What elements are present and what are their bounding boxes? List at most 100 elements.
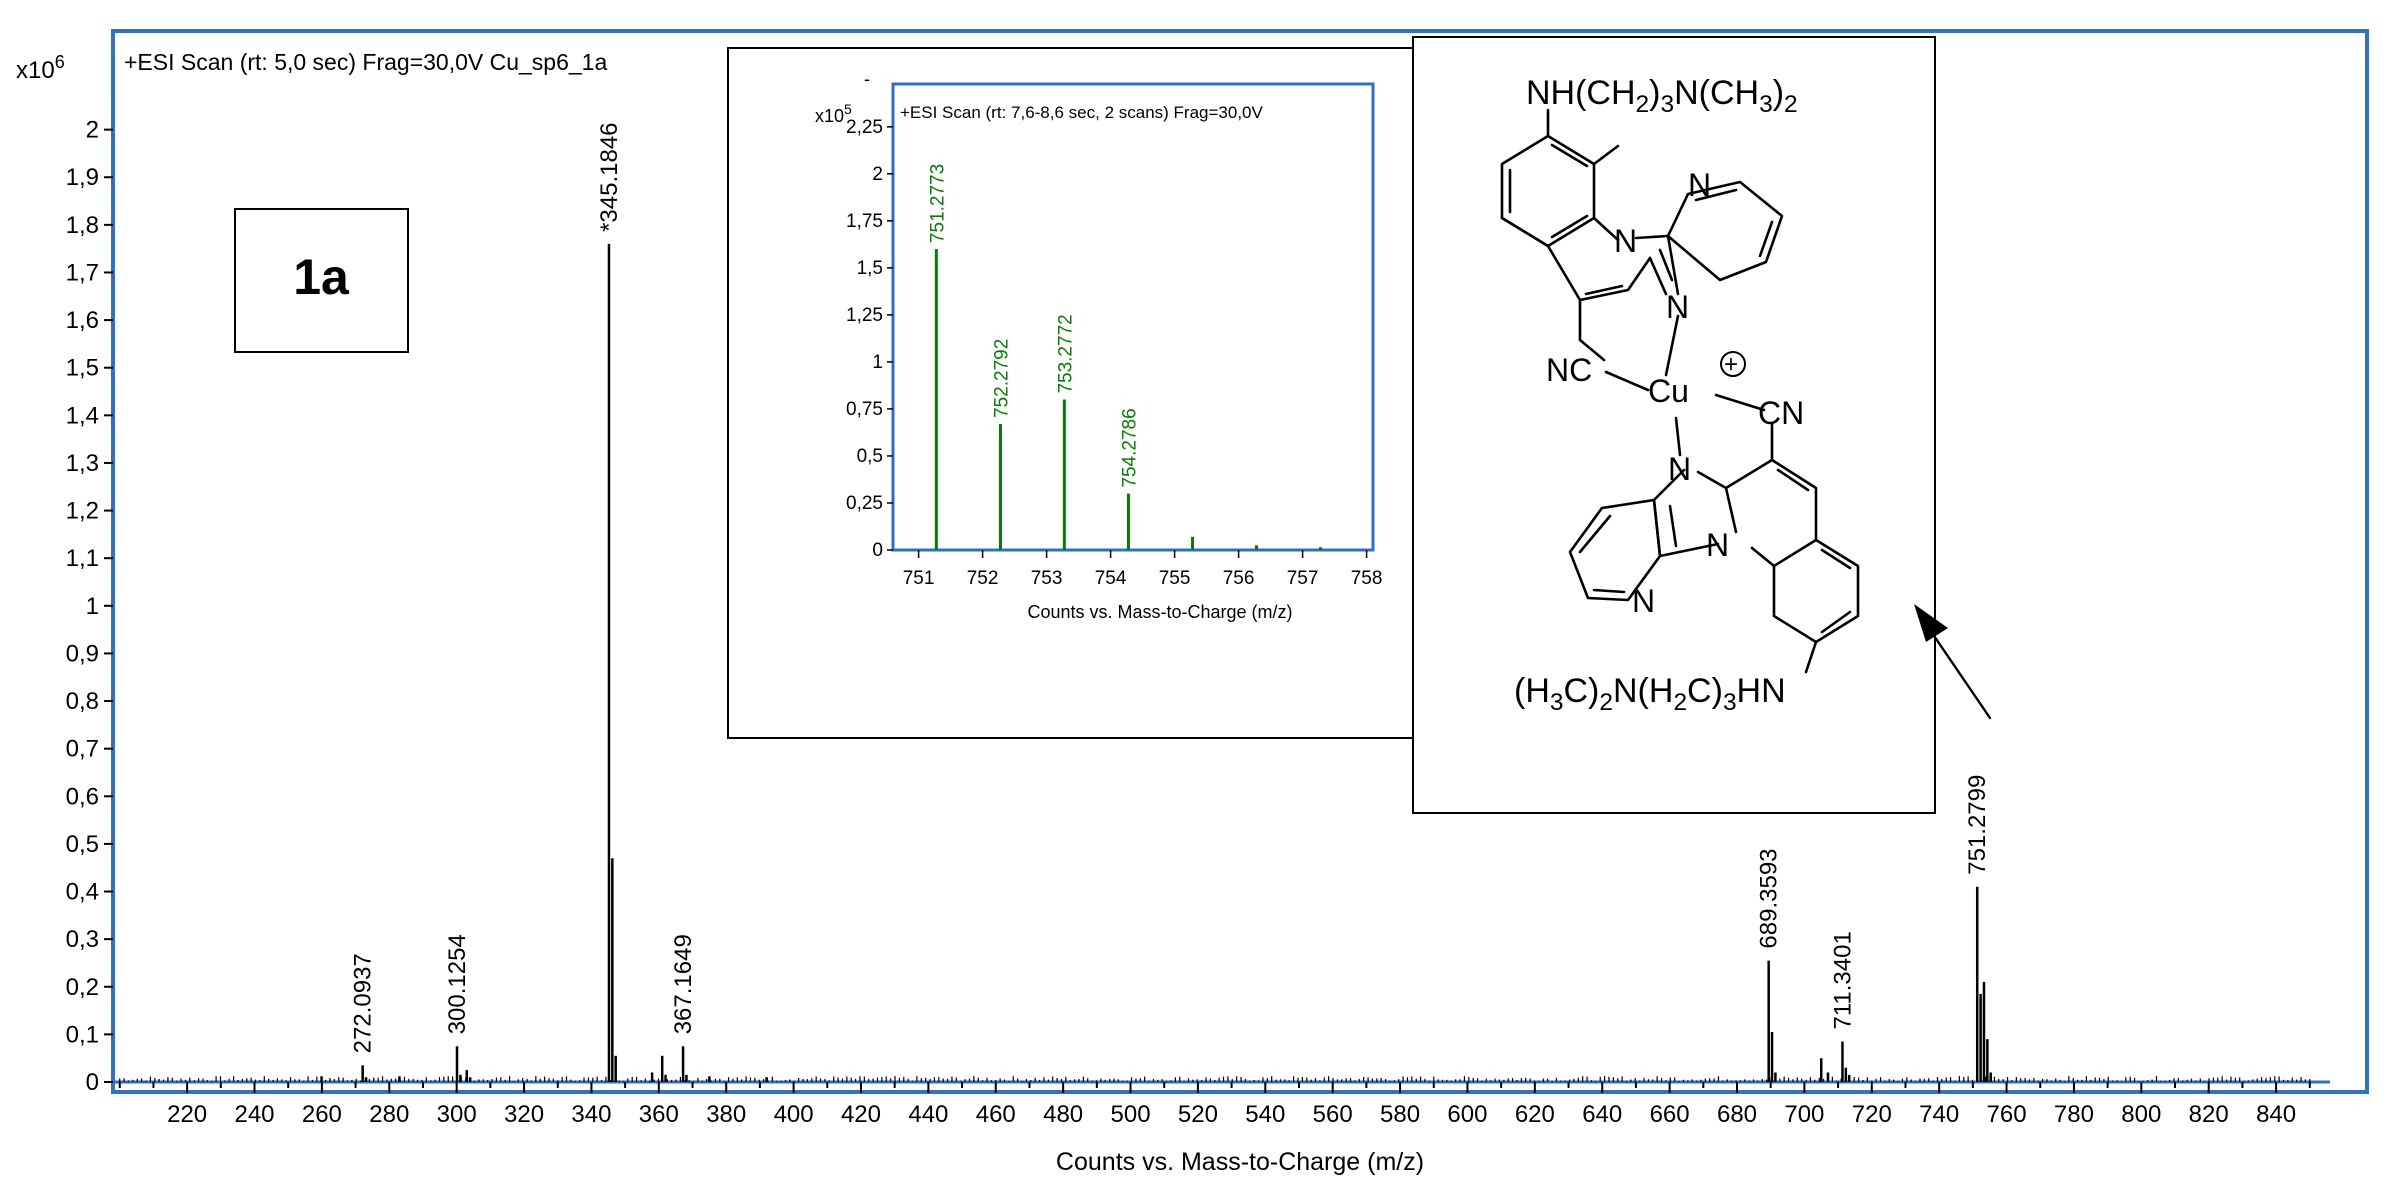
peak-label: 272.0937 <box>350 953 377 1053</box>
ring-n-1: N <box>1688 167 1711 203</box>
y-tick-label: 0,5 <box>66 831 99 858</box>
compound-label-box <box>234 208 409 353</box>
y-axis-ticks: 00,10,20,30,40,50,60,70,80,911,11,21,31,… <box>66 117 113 1096</box>
inset-x-tick-label: 758 <box>1351 568 1383 589</box>
ring-n-2: N <box>1614 223 1637 259</box>
x-tick-label: 800 <box>2121 1101 2161 1128</box>
x-tick-label: 400 <box>774 1101 814 1128</box>
inset-x-tick-label: 755 <box>1159 568 1191 589</box>
x-tick-label: 780 <box>2054 1101 2094 1128</box>
y-tick-label: 0,8 <box>66 688 99 715</box>
inset-plot-frame <box>891 82 1375 552</box>
x-tick-label: 700 <box>1784 1101 1824 1128</box>
y-tick-label: 0,4 <box>66 879 99 906</box>
ring-n-6: N <box>1632 583 1655 619</box>
compound-label: 1a <box>293 249 350 305</box>
charge-circle <box>1720 351 1746 377</box>
x-tick-label: 300 <box>437 1101 477 1128</box>
x-tick-label: 840 <box>2256 1101 2296 1128</box>
y-tick-label: 0,9 <box>66 640 99 667</box>
x-tick-label: 340 <box>571 1101 611 1128</box>
main-scan-header: +ESI Scan (rt: 5,0 sec) Frag=30,0V Cu_sp… <box>124 49 607 75</box>
x-tick-label: 380 <box>706 1101 746 1128</box>
x-tick-label: 660 <box>1650 1101 1690 1128</box>
inset-x-tick-label: 756 <box>1223 568 1255 589</box>
y-tick-label: 0 <box>86 1069 99 1096</box>
y-tick-label: 0,7 <box>66 736 99 763</box>
inset-y-tick-label: 1 <box>872 352 883 373</box>
inset-y-tick-label: 1,75 <box>846 211 883 232</box>
y-tick-label: 1,5 <box>66 355 99 382</box>
metal-label: Cu <box>1648 373 1689 409</box>
inset-peaks <box>934 249 1323 550</box>
inset-dash: - <box>864 69 870 89</box>
y-tick-label: 0,6 <box>66 783 99 810</box>
bottom-substituent-label: (H3C)2N(H2C)3HN <box>1514 672 1786 716</box>
y-tick-label: 1,4 <box>66 402 99 429</box>
x-tick-label: 680 <box>1717 1101 1757 1128</box>
x-tick-label: 520 <box>1178 1101 1218 1128</box>
y-tick-label: 1,7 <box>66 259 99 286</box>
inset-x-tick-label: 753 <box>1031 568 1063 589</box>
x-tick-label: 640 <box>1582 1101 1622 1128</box>
y-tick-label: 0,2 <box>66 974 99 1001</box>
ligand-cn-label: CN <box>1758 395 1804 431</box>
x-tick-label: 720 <box>1852 1101 1892 1128</box>
baseline-noise <box>119 1076 2311 1082</box>
y-tick-label: 1,9 <box>66 164 99 191</box>
inset-y-tick-label: 0,25 <box>846 493 883 514</box>
inset-y-tick-label: 2,25 <box>846 117 883 138</box>
inset-y-tick-label: 0,5 <box>857 446 883 467</box>
peak-label: 689.3593 <box>1756 848 1783 948</box>
peak-label: 751.2799 <box>1964 775 1991 875</box>
y-tick-label: 1,1 <box>66 545 99 572</box>
ligand-nc-label: NC <box>1546 352 1592 388</box>
inset-peak-label: 753.2772 <box>1055 314 1076 393</box>
charge-plus: + <box>1724 351 1738 378</box>
peak-label: 300.1254 <box>444 934 471 1034</box>
inset-y-tick-label: 1,5 <box>857 258 883 279</box>
inset-peak-label: 752.2792 <box>991 339 1012 418</box>
y-scale-label: x106 <box>16 52 65 84</box>
y-tick-label: 1,6 <box>66 307 99 334</box>
x-tick-label: 480 <box>1043 1101 1083 1128</box>
y-tick-label: 0,1 <box>66 1021 99 1048</box>
peak-label: 367.1649 <box>670 934 697 1034</box>
inset-x-tick-label: 754 <box>1095 568 1127 589</box>
x-tick-label: 260 <box>302 1101 342 1128</box>
peak-label: *345.1846 <box>596 122 623 231</box>
copper-complex-structure <box>1500 108 1992 720</box>
x-tick-label: 360 <box>639 1101 679 1128</box>
inset-x-tick-label: 751 <box>903 568 935 589</box>
x-tick-label: 540 <box>1245 1101 1285 1128</box>
x-tick-label: 600 <box>1447 1101 1487 1128</box>
x-tick-label: 820 <box>2189 1101 2229 1128</box>
inset-y-tick-label: 2 <box>872 164 883 185</box>
arrow-head <box>1914 604 1948 642</box>
x-tick-label: 440 <box>908 1101 948 1128</box>
x-tick-label: 220 <box>167 1101 207 1128</box>
x-tick-label: 240 <box>234 1101 274 1128</box>
structure-panel <box>1412 36 1936 814</box>
main-peak-labels: 272.0937 300.1254 *345.1846 367.1649 689.359… <box>350 122 1992 1053</box>
inset-scan-header: +ESI Scan (rt: 7,6-8,6 sec, 2 scans) Fra… <box>900 103 1264 122</box>
y-tick-label: 1,8 <box>66 212 99 239</box>
x-tick-label: 580 <box>1380 1101 1420 1128</box>
y-tick-label: 0,3 <box>66 926 99 953</box>
y-tick-label: 1 <box>86 593 99 620</box>
inset-x-ticks: 751 752 753 754 755 756 757 758 <box>903 550 1383 589</box>
inset-x-tick-label: 757 <box>1287 568 1319 589</box>
inset-y-tick-label: 1,25 <box>846 305 883 326</box>
x-axis-title: Counts vs. Mass-to-Charge (m/z) <box>1056 1148 1424 1176</box>
x-tick-label: 740 <box>1919 1101 1959 1128</box>
inset-x-tick-label: 752 <box>967 568 999 589</box>
x-tick-label: 500 <box>1111 1101 1151 1128</box>
x-tick-label: 320 <box>504 1101 544 1128</box>
y-tick-label: 1,3 <box>66 450 99 477</box>
main-peaks <box>320 243 1992 1082</box>
inset-y-tick-label: 0,75 <box>846 399 883 420</box>
inset-peak-label: 754.2786 <box>1119 408 1140 487</box>
